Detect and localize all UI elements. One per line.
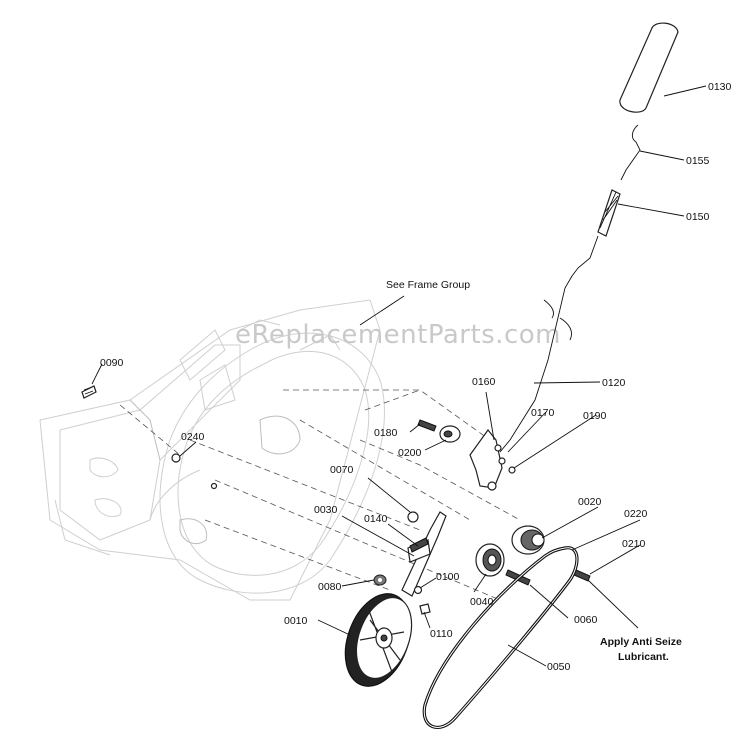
label-0120: 0120 — [602, 377, 626, 389]
nut-0070 — [407, 511, 419, 523]
part-labels: 0130 0155 0150 0120 0160 0170 0190 0180 … — [100, 81, 732, 673]
idler-arm — [401, 511, 447, 597]
label-0110: 0110 — [430, 628, 453, 640]
label-0010: 0010 — [284, 615, 308, 627]
bolt-0180 — [417, 419, 437, 432]
handle-grip — [619, 22, 679, 113]
nut-0240 — [171, 453, 181, 463]
control-cable — [499, 235, 599, 453]
label-0020: 0020 — [578, 496, 602, 508]
label-0240: 0240 — [181, 431, 205, 443]
label-0170: 0170 — [531, 407, 555, 419]
label-0100: 0100 — [436, 571, 460, 583]
label-0070: 0070 — [330, 464, 354, 476]
label-0050: 0050 — [547, 661, 571, 673]
pin-0170 — [498, 457, 516, 474]
idler-pulley-0200 — [439, 425, 461, 443]
leader-lines — [91, 85, 707, 667]
label-0130: 0130 — [708, 81, 732, 93]
label-0160: 0160 — [472, 376, 496, 388]
label-0150: 0150 — [686, 211, 710, 223]
label-0200: 0200 — [398, 447, 422, 459]
pulley-0020 — [511, 525, 545, 555]
label-0080: 0080 — [318, 581, 342, 593]
label-0180: 0180 — [374, 427, 398, 439]
label-0090: 0090 — [100, 357, 124, 369]
label-0140: 0140 — [364, 513, 388, 525]
cable-clip — [620, 124, 641, 181]
label-0060: 0060 — [574, 614, 598, 626]
bolt-0090 — [81, 385, 97, 399]
label-0190: 0190 — [583, 410, 607, 422]
label-0030: 0030 — [314, 504, 338, 516]
see-frame-group-note: See Frame Group — [386, 279, 470, 291]
drive-pulley — [344, 593, 413, 687]
label-0210: 0210 — [622, 538, 646, 550]
anti-seize-note-line1: Apply Anti Seize — [600, 636, 682, 648]
watermark-text: eReplacementParts.com — [235, 320, 561, 350]
notes: See Frame Group Apply Anti Seize Lubrica… — [386, 279, 682, 663]
alignment-lines — [119, 389, 521, 601]
pulley-0040 — [475, 543, 505, 577]
washer-0080 — [373, 574, 387, 586]
frame-group-outline — [39, 299, 385, 601]
drive-belt — [422, 546, 579, 729]
pin-0240b — [210, 482, 218, 490]
label-0040: 0040 — [470, 596, 494, 608]
label-0155: 0155 — [686, 155, 710, 167]
bolt-0210 — [573, 569, 591, 582]
idler-bracket — [469, 429, 503, 491]
spring — [597, 189, 621, 237]
anti-seize-note-line2: Lubricant. — [618, 651, 669, 663]
label-0220: 0220 — [624, 508, 648, 520]
nut-0100-0110 — [413, 585, 431, 615]
